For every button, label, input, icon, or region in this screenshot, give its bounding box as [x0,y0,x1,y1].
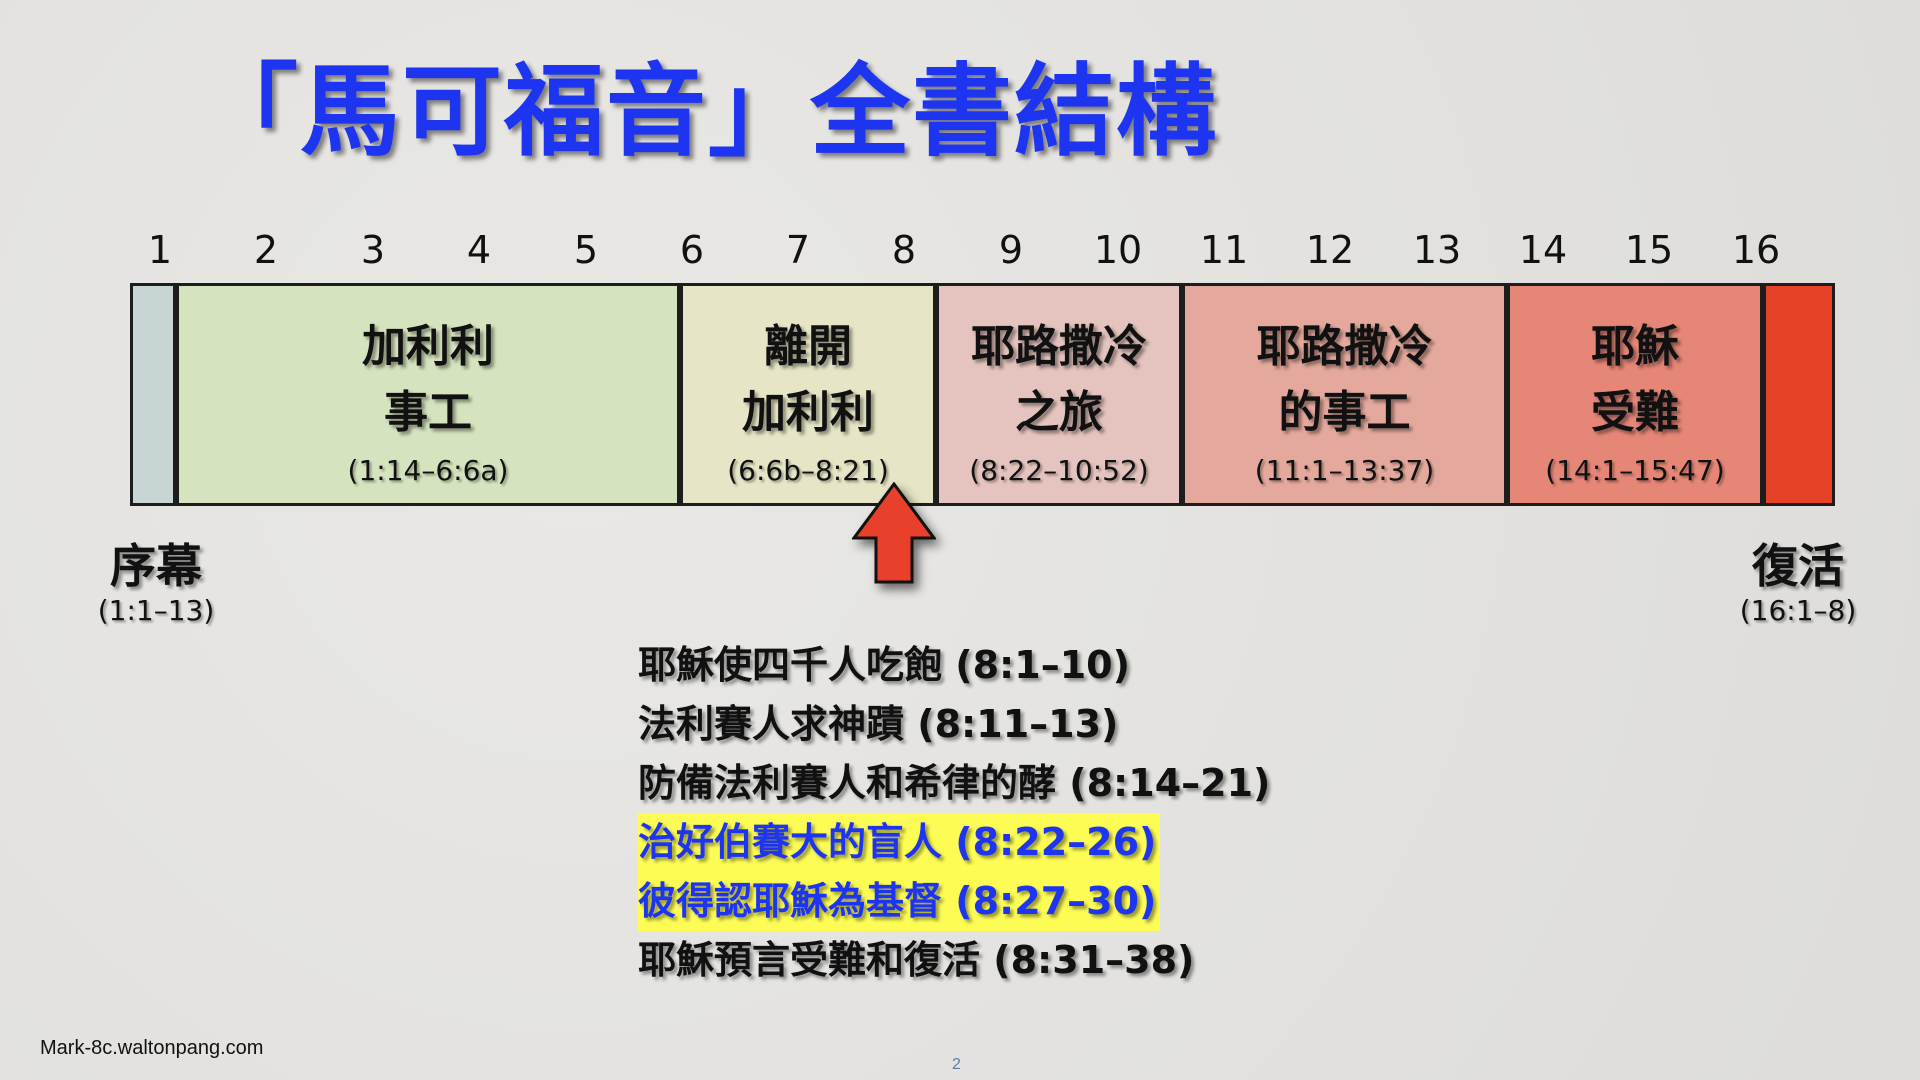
section-resurrection-bar [1763,283,1835,506]
section-galilee-ministry: 加利利 事工 (1:14–6:6a) [176,283,680,506]
section-ref: (6:6b–8:21) [727,454,889,487]
event-text: 治好伯賽大的盲人 (8:22–26) [638,813,1161,872]
event-item: 法利賽人求神蹟 (8:11–13) [638,695,1274,754]
event-item: 耶穌預言受難和復活 (8:31–38) [638,931,1274,990]
chapter-number: 3 [360,228,386,272]
event-item: 防備法利賽人和希律的酵 (8:14–21) [638,754,1274,813]
section-leaving-galilee: 離開 加利利 (6:6b–8:21) [680,283,936,506]
page-number: 2 [952,1056,961,1073]
section-title: 離開 加利利 [742,321,874,438]
prologue-ref: (1:1–13) [97,594,215,627]
resurrection-label: 復活 (16:1–8) [1728,538,1868,627]
chapter-number: 7 [785,228,811,272]
section-ref: (1:14–6:6a) [347,454,509,487]
section-title: 耶路撒冷 的事工 [1256,321,1433,438]
event-text: 彼得認耶穌為基督 (8:27–30) [638,872,1161,931]
resurrection-title: 復活 [1752,539,1844,593]
chapter-number: 2 [253,228,279,272]
event-text: 耶穌使四千人吃飽 (8:1–10) [638,643,1130,687]
chapter-number: 13 [1412,228,1462,272]
section-ref: (8:22–10:52) [969,454,1149,487]
chapter-number: 4 [466,228,492,272]
footer-url: Mark-8c.waltonpang.com [40,1037,264,1059]
prologue-label: 序幕 (1:1–13) [86,538,226,627]
up-arrow-icon [852,482,936,584]
events-list: 耶穌使四千人吃飽 (8:1–10) 法利賽人求神蹟 (8:11–13) 防備法利… [638,636,1274,990]
section-passion: 耶穌 受難 (14:1–15:47) [1507,283,1763,506]
section-jerusalem-ministry: 耶路撒冷 的事工 (11:1–13:37) [1182,283,1507,506]
slide-title: 「馬可福音」全書結構 [198,53,1218,170]
section-ref: (11:1–13:37) [1254,454,1435,487]
chapter-number: 10 [1093,228,1143,272]
section-title: 耶路撒冷 之旅 [971,321,1147,438]
chapter-number: 8 [891,228,917,272]
chapter-number: 6 [679,228,705,272]
chapter-number: 11 [1199,228,1249,272]
chapter-number: 12 [1305,228,1355,272]
section-ref: (14:1–15:47) [1545,454,1725,487]
prologue-title: 序幕 [110,539,202,593]
chapter-number: 9 [998,228,1024,272]
event-text: 防備法利賽人和希律的酵 (8:14–21) [638,761,1271,805]
event-text: 耶穌預言受難和復活 (8:31–38) [638,938,1195,982]
event-item: 耶穌使四千人吃飽 (8:1–10) [638,636,1274,695]
event-item-highlighted: 彼得認耶穌為基督 (8:27–30) [638,872,1274,931]
section-journey-jerusalem: 耶路撒冷 之旅 (8:22–10:52) [936,283,1182,506]
chapter-number: 5 [573,228,599,272]
chapter-number: 1 [147,228,173,272]
section-title: 耶穌 受難 [1591,321,1679,438]
event-item-highlighted: 治好伯賽大的盲人 (8:22–26) [638,813,1274,872]
resurrection-ref: (16:1–8) [1739,594,1857,627]
section-prologue-bar [130,283,176,506]
chapter-number: 16 [1731,228,1781,272]
chapter-number: 14 [1518,228,1568,272]
section-title: 加利利 事工 [362,321,494,438]
event-text: 法利賽人求神蹟 (8:11–13) [638,702,1119,746]
chapter-number: 15 [1624,228,1674,272]
